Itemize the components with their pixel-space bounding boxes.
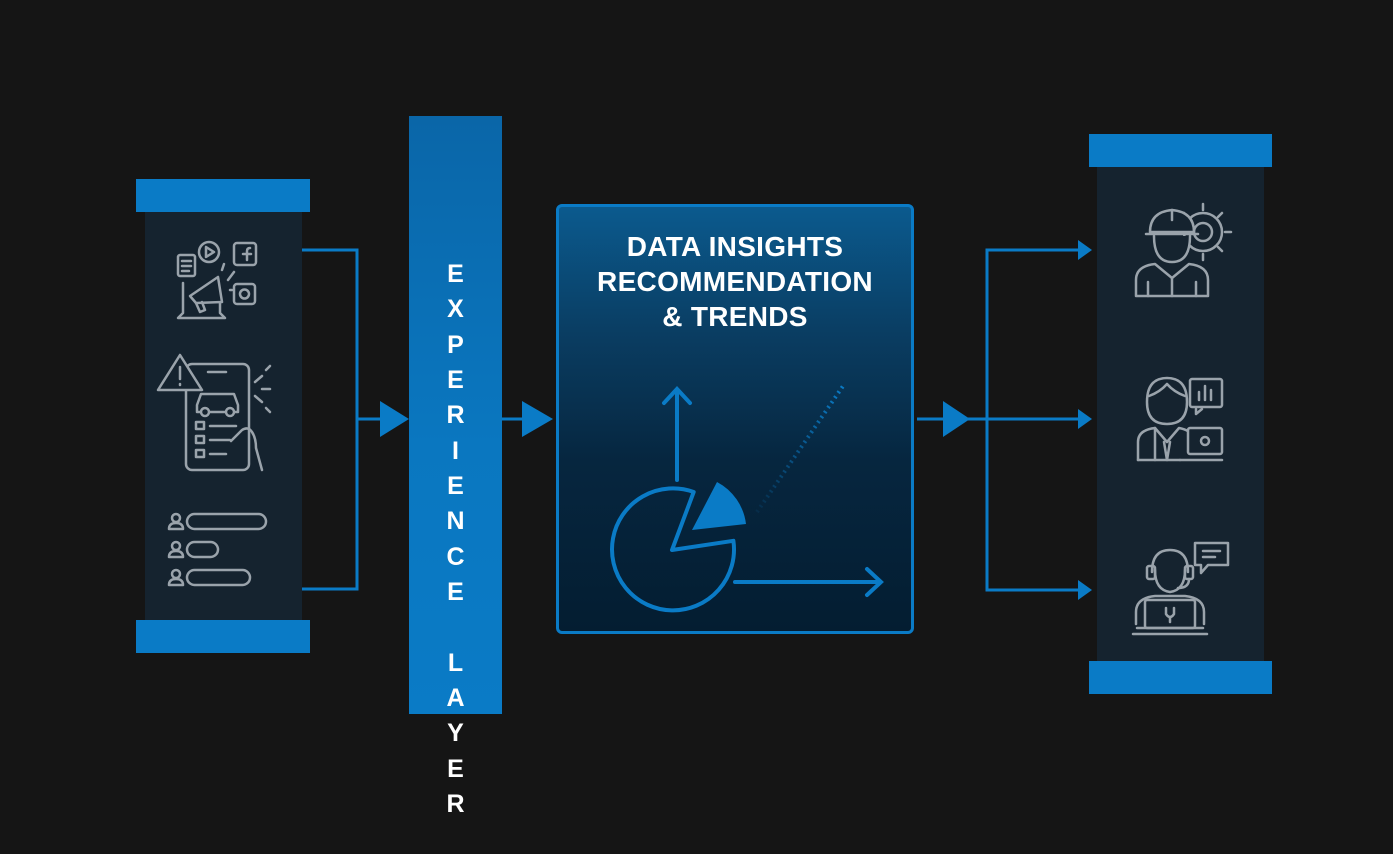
right-arrow-icon [733,567,884,597]
experience-layer-bar: E X P E R I E N C E L A Y E R [409,116,502,816]
arrow-to-analyst-icon [1078,409,1092,429]
experience-layer-label: E X P E R I E N C E L A Y E R [446,260,465,818]
support-agent-icon [1131,541,1230,636]
vehicle-report-alert-icon [156,353,272,472]
output-panel-top-cap [1089,134,1272,167]
data-insights-title: DATA INSIGHTS RECOMMENDATION & TRENDS [559,229,911,334]
input-panel-bottom-cap [136,620,310,653]
arrow-to-experience-icon [380,401,409,437]
title-line-2: RECOMMENDATION [597,266,873,297]
insights-chart-illustration [610,384,884,613]
output-connector [917,248,1082,592]
title-line-3: & TRENDS [662,301,808,332]
arrow-to-insights-icon [522,401,553,437]
input-sources-panel [145,205,302,633]
social-media-marketing-icon [176,240,258,320]
input-panel-top-cap [136,179,310,212]
arrow-from-insights-icon [943,401,970,437]
output-panel-bottom-cap [1089,661,1272,694]
arrow-to-engineer-icon [1078,240,1092,260]
up-arrow-icon [662,386,692,482]
data-insights-box: DATA INSIGHTS RECOMMENDATION & TRENDS [556,204,914,634]
business-analyst-icon [1136,376,1224,462]
engineer-gear-icon [1134,202,1233,298]
trend-dotted-line [755,384,845,514]
pie-slice-icon [692,482,746,530]
title-line-1: DATA INSIGHTS [626,231,844,262]
arrow-to-support-icon [1078,580,1092,600]
pie-chart-icon [610,486,736,613]
user-list-icon [167,512,268,587]
